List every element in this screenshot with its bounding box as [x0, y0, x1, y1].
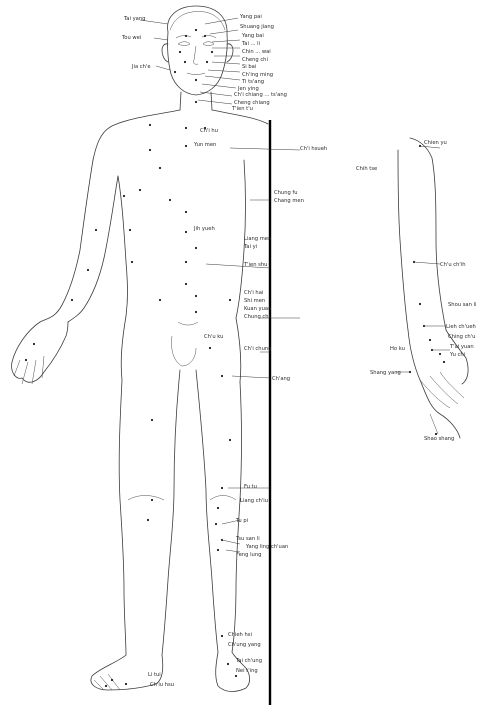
head-label: Chin ... wai [242, 49, 271, 55]
leg-label: Chieh hsi [228, 632, 252, 638]
arm-label: T'ai yuan [449, 344, 474, 350]
trunk-label: Kuan yuan [244, 306, 271, 312]
body-figure [12, 6, 268, 692]
arm-label: Lieh ch'ueh [446, 324, 476, 330]
trunk-label: Jih yueh [193, 226, 215, 232]
head-label: Yang pai [239, 14, 262, 20]
leg-label: Li tui [148, 672, 161, 678]
head-label: Tai ... li [241, 41, 260, 47]
trunk-label: Ch'i hu [200, 128, 218, 134]
head-label: Ch'i chiang ... ts'ang [234, 92, 287, 98]
trunk-label: Yun men [193, 142, 216, 148]
trunk-label: Tai yi [243, 244, 257, 250]
head-label: Yang bai [241, 33, 264, 39]
arm-label: Chih tse [356, 166, 377, 172]
head-label: Jia ch'e [131, 64, 151, 70]
head-label: Ch'ing ming [242, 72, 273, 78]
trunk-label: Chung fu [274, 190, 298, 196]
trunk-label: Ch'i hai [244, 290, 263, 296]
head-label: T'ien t'u [231, 106, 253, 112]
trunk-label: Liang men [244, 236, 271, 242]
leg-label: Feng lung [236, 552, 261, 558]
trunk-label: Ch'i chung [244, 346, 271, 352]
arm-label: Shao shang [424, 436, 454, 442]
arm-label: Ch'u ch'ih [440, 262, 466, 268]
trunk-label: Chung chi [244, 314, 270, 320]
leg-label: Yang ling ch'uan [245, 544, 288, 550]
leg-label: Fu tu [244, 484, 257, 490]
trunk-label: Chang men [274, 198, 304, 204]
arm-label: Yu chi [449, 352, 465, 358]
arm-label: Shang yang [370, 370, 401, 376]
head-label: Ti ts'ang [241, 79, 264, 85]
leg-label: Ch'iu hsu [150, 682, 174, 688]
arm-label: Shou san li [448, 302, 476, 308]
head-label: Shuang jiang [240, 24, 274, 30]
leg-label: Tai ch'ung [235, 658, 262, 664]
arm-label: Ho ku [390, 346, 405, 352]
trunk-label: T'ien shu [243, 262, 267, 268]
arm-label: Chien yu [424, 140, 447, 146]
leg-label: Liang ch'iu [240, 498, 268, 504]
trunk-label: Shi men [244, 298, 265, 304]
leg-label: Tsu san li [235, 536, 260, 542]
leg-label: Nei t'ing [236, 668, 258, 674]
head-label: Tou wei [121, 35, 141, 41]
arm-label: Ching ch'u [448, 334, 475, 340]
leg-label: Tu pi [235, 518, 248, 524]
head-label: Cheng chi [242, 57, 268, 63]
trunk-label: Ch'u ku [204, 334, 223, 340]
trunk-label: Ch'i hsueh [300, 146, 327, 152]
trunk-label: Ch'ang [272, 376, 290, 382]
arm-figure [398, 138, 468, 438]
leg-label: Ch'ung yang [228, 642, 261, 648]
head-label: Tai yang [123, 16, 145, 22]
head-label: Si bai [242, 64, 256, 70]
